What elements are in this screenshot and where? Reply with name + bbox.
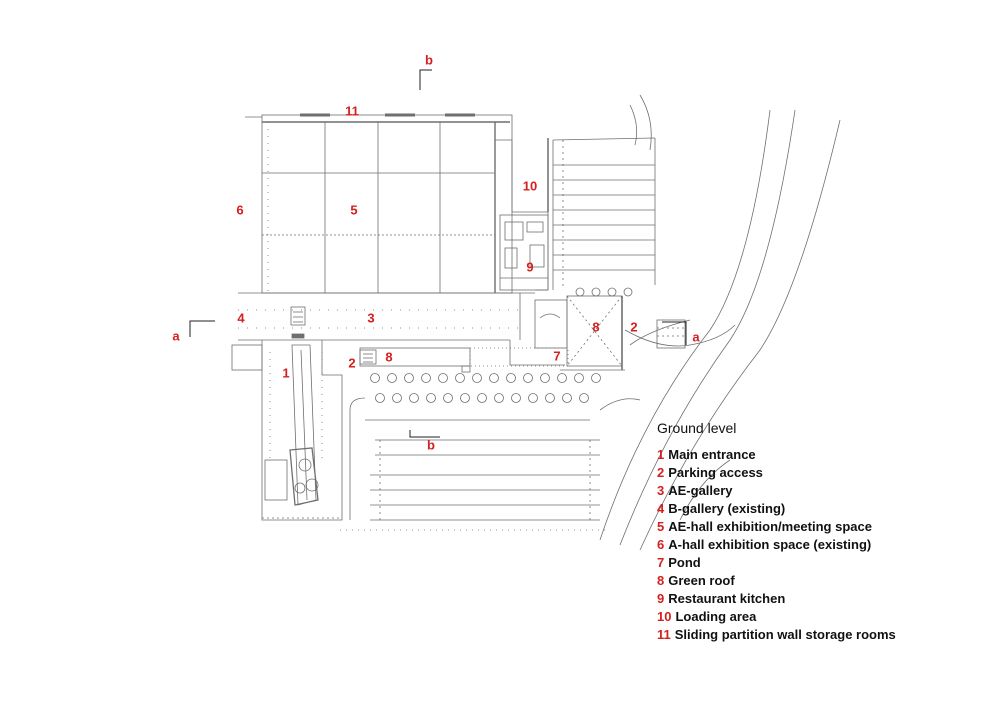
kitchen-block [495,138,568,366]
legend-item-label: Restaurant kitchen [668,591,786,606]
entrance-wing [231,340,343,521]
east-road [599,109,841,551]
legend-item-number: 10 [657,609,672,624]
legend-item-number: 11 [657,627,671,642]
legend-item-label: Loading area [675,609,757,624]
legend-item-number: 5 [657,519,665,534]
plan-label-2-parking: 2 [630,319,638,335]
legend-item-label: Main entrance [668,447,756,462]
legend-item-label: B-gallery (existing) [668,501,786,516]
north-parking [552,94,656,290]
plan-label-5: 5 [350,202,358,218]
section-letter-b-top: b [425,52,433,68]
legend-item-number: 8 [657,573,665,588]
legend-item-label: Parking access [668,465,763,480]
plan-label-2-stairs: 2 [348,355,356,371]
legend-item-label: AE-gallery [668,483,733,498]
legend-item-number: 3 [657,483,665,498]
legend-item-label: A-hall exhibition space (existing) [668,537,872,552]
plan-label-7: 7 [553,348,561,364]
plan-label-8-roof: 8 [592,319,600,335]
legend-item-number: 4 [657,501,665,516]
legend-item-number: 2 [657,465,665,480]
legend-title: Ground level [657,420,737,436]
south-parking [340,397,610,531]
plan-label-6: 6 [236,202,244,218]
legend-item-number: 6 [657,537,665,552]
section-letter-a-right: a [692,329,700,345]
plan-label-9: 9 [526,259,534,275]
gallery-band [238,292,535,341]
tree-row [370,287,633,403]
plan-label-10: 10 [522,178,538,194]
plan-label-8-stairs: 8 [385,349,393,365]
pond-strip [359,347,569,373]
main-hall-outline [245,113,513,294]
section-marks [189,69,687,438]
section-letter-a-left: a [172,328,180,344]
legend-item-number: 1 [657,447,665,462]
legend-item-label: Green roof [668,573,735,588]
legend-item-number: 9 [657,591,665,606]
legend-item-label: Pond [668,555,701,570]
legend-item-label: AE-hall exhibition/meeting space [668,519,872,534]
plan-label-4: 4 [237,310,245,326]
plan-label-11: 11 [345,103,359,119]
plan-label-1: 1 [282,365,290,381]
section-letter-b-bottom: b [427,437,435,453]
legend-item-label: Sliding partition wall storage rooms [674,627,896,642]
legend-item-number: 7 [657,555,665,570]
plan-label-3: 3 [367,310,375,326]
